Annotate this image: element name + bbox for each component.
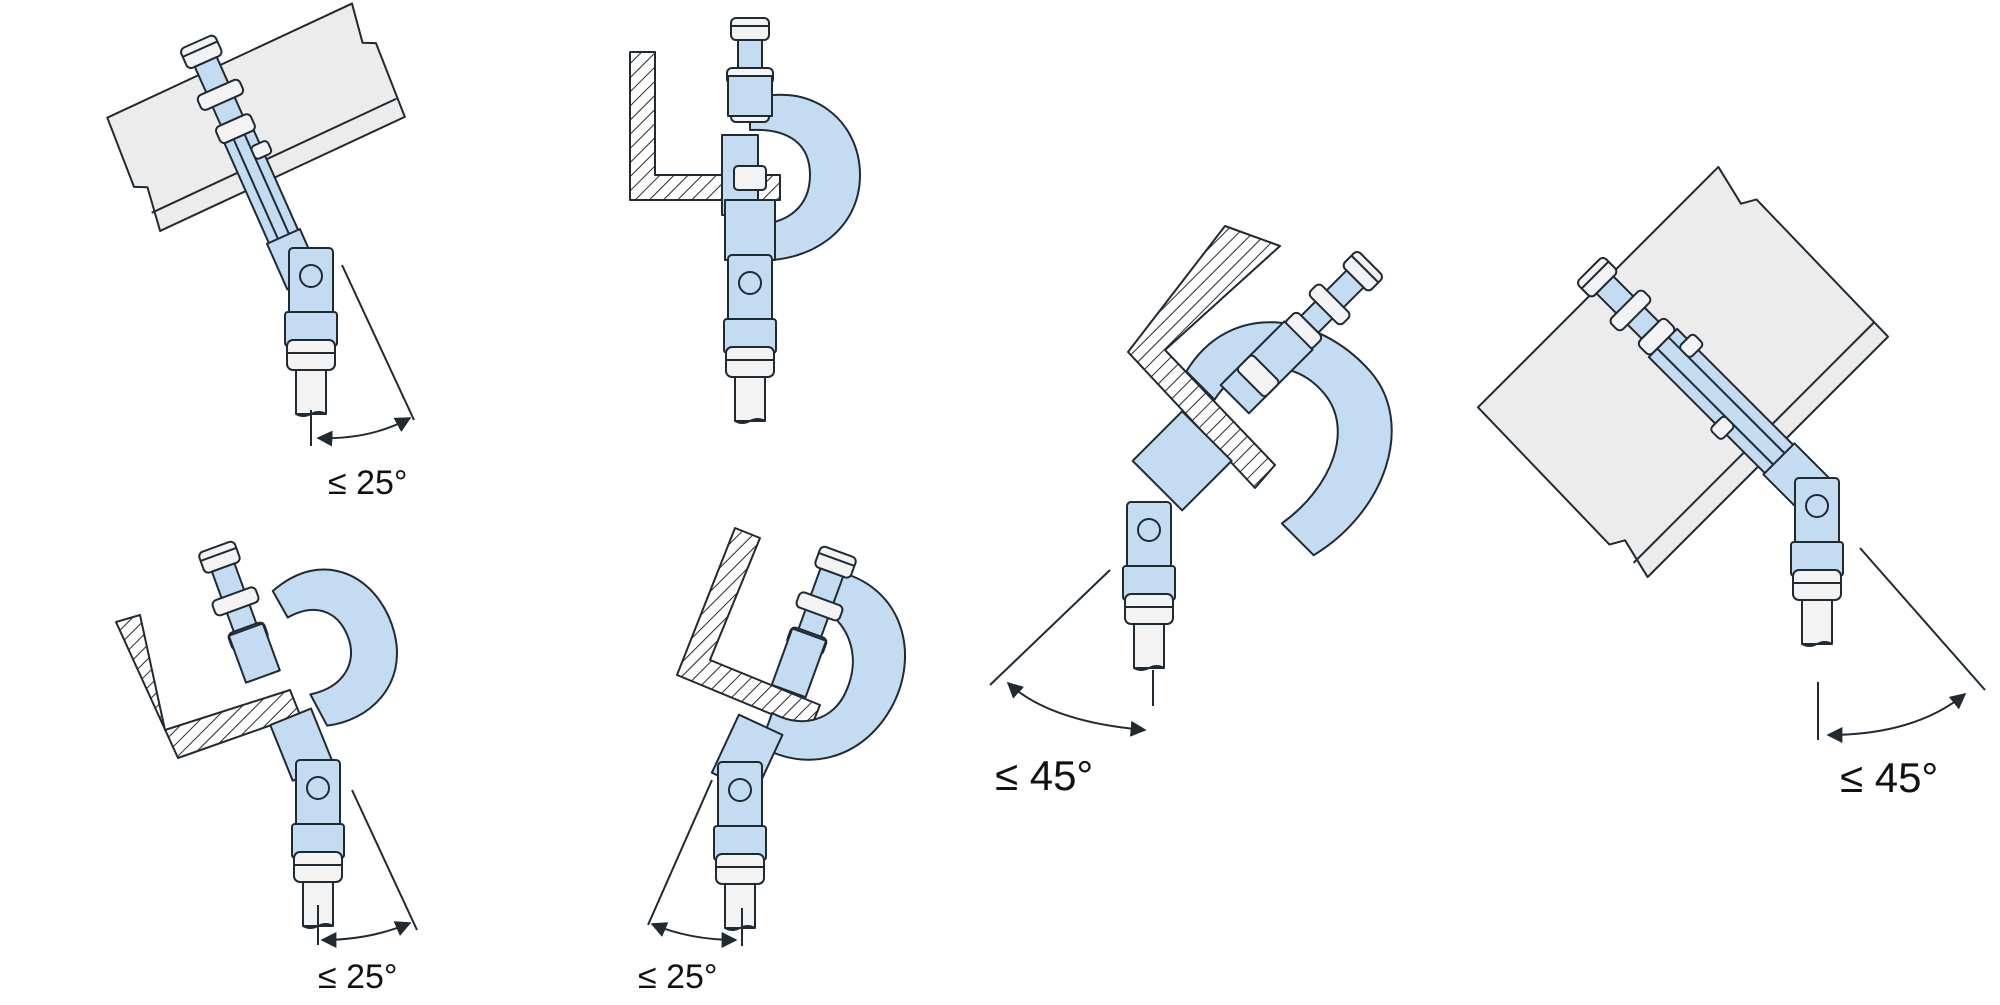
steel-beam [106,2,406,232]
angle-label: ≤ 25° [318,958,398,996]
angle-arrow [1006,681,1147,737]
figure-c-clamp-straight [629,17,861,424]
angle-reference-line [647,779,713,926]
angle-section [1127,225,1281,489]
angle-label: ≤ 25° [328,464,408,502]
angle-reference-line [341,264,415,421]
angle-arrow [316,417,412,447]
angle-label: ≤ 45° [995,752,1093,799]
figure-beam-clamp-45: ≤ 45° [1476,165,1986,801]
angle-reference-line [351,789,418,931]
angle-section [676,527,821,731]
angle-arrow [1826,692,1967,743]
angle-reference-line [1859,547,1986,691]
angle-label: ≤ 25° [638,958,718,996]
angle-section [115,614,301,759]
figure-c-clamp-25-c: ≤ 25° [638,527,906,996]
figure-beam-clamp-25-a: ≤ 25° [106,2,415,502]
angle-arrow [320,921,412,948]
figure-c-clamp-25-b: ≤ 25° [115,538,418,996]
angle-arrow [650,922,738,948]
figure-c-clamp-45: ≤ 45° [989,225,1393,799]
angle-label: ≤ 45° [1840,754,1938,801]
angle-reference-line [989,569,1111,686]
